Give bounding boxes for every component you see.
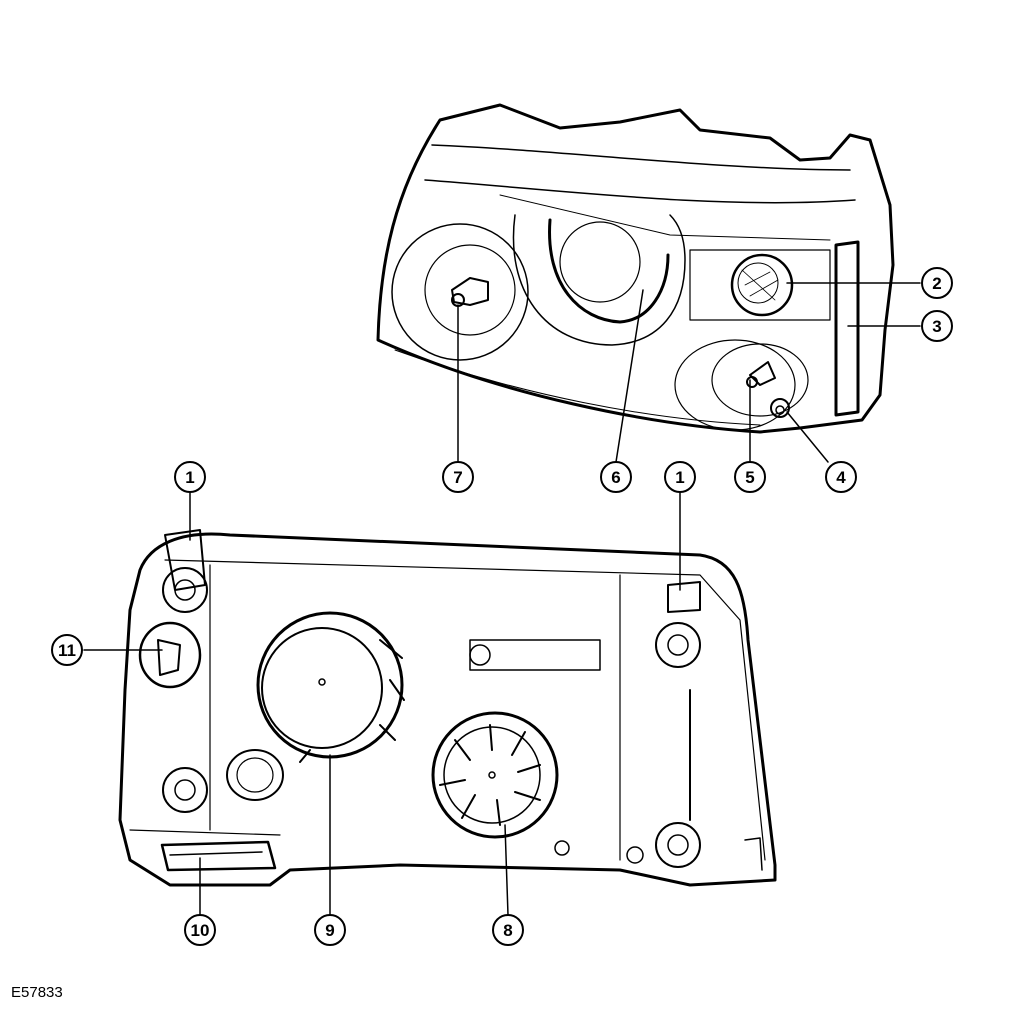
headlamp-front-view [376,103,895,434]
callout-4: 4 [825,461,857,493]
callout-1-right: 1 [664,461,696,493]
callout-7: 7 [442,461,474,493]
callout-3: 3 [921,310,953,342]
callout-9: 9 [314,914,346,946]
callout-8: 8 [492,914,524,946]
callout-11: 11 [51,634,83,666]
callout-6: 6 [600,461,632,493]
leader-4 [786,411,829,463]
callout-10: 10 [184,914,216,946]
leader-lines [83,282,921,916]
leader-8 [504,824,509,916]
leader-6 [615,289,644,463]
callout-1-left: 1 [174,461,206,493]
callout-5: 5 [734,461,766,493]
headlamp-rear-view [118,529,777,887]
callout-2: 2 [921,267,953,299]
figure-reference: E57833 [11,984,63,1001]
